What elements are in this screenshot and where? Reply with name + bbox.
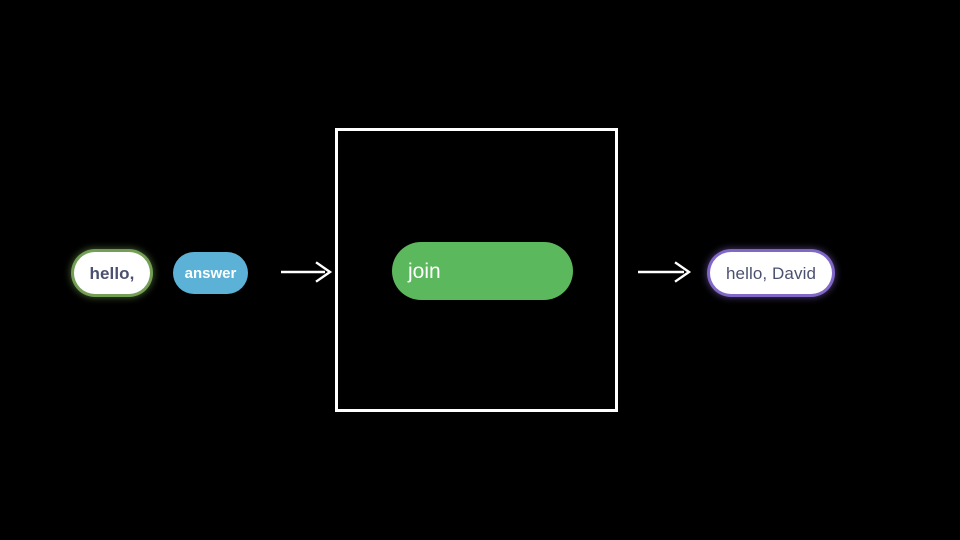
highlight-frame — [335, 128, 618, 412]
value-bubble-hello-david-label: hello, David — [725, 263, 817, 283]
value-bubble-hello[interactable]: hello, — [74, 252, 150, 294]
operator-block-join[interactable]: join — [392, 242, 573, 300]
operator-block-join-label: join — [408, 259, 441, 283]
value-bubble-hello-david[interactable]: hello, David — [710, 252, 832, 294]
sensing-reporter-answer[interactable]: answer — [173, 252, 248, 294]
value-bubble-hello-label: hello, — [89, 263, 135, 283]
arrow-right-icon-to-operation — [281, 261, 333, 283]
sensing-reporter-answer-label: answer — [184, 264, 237, 282]
arrow-right-icon-to-output — [638, 261, 692, 283]
